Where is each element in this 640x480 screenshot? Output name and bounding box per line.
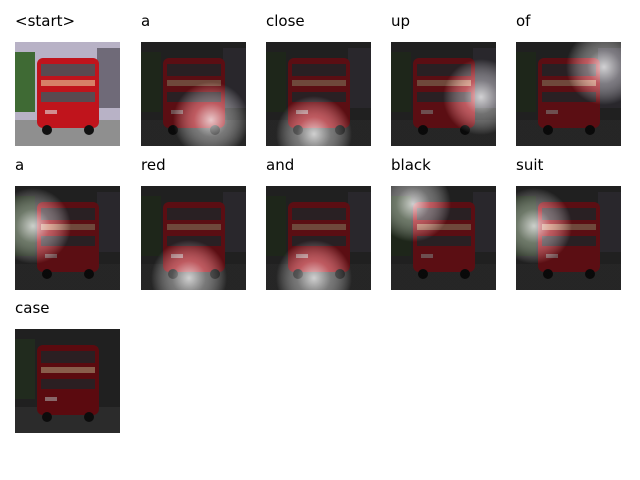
attention-map-image <box>516 186 621 290</box>
attention-map-image <box>391 186 496 290</box>
token-label: a <box>141 12 151 30</box>
attention-map-image <box>516 42 621 146</box>
attention-map-image <box>266 186 371 290</box>
token-label: black <box>391 156 431 174</box>
token-label: and <box>266 156 295 174</box>
token-label: a <box>15 156 25 174</box>
original-bus-image <box>15 42 120 146</box>
attention-map-image <box>141 42 246 146</box>
token-label: close <box>266 12 305 30</box>
token-label: up <box>391 12 411 30</box>
token-label: red <box>141 156 166 174</box>
attention-map-image <box>391 42 496 146</box>
attention-map-image <box>141 186 246 290</box>
attention-map-image <box>266 42 371 146</box>
token-label: case <box>15 299 50 317</box>
attention-map-image <box>15 186 120 290</box>
token-label: <start> <box>15 12 76 30</box>
token-label: of <box>516 12 531 30</box>
token-label: suit <box>516 156 544 174</box>
attention-map-image <box>15 329 120 433</box>
